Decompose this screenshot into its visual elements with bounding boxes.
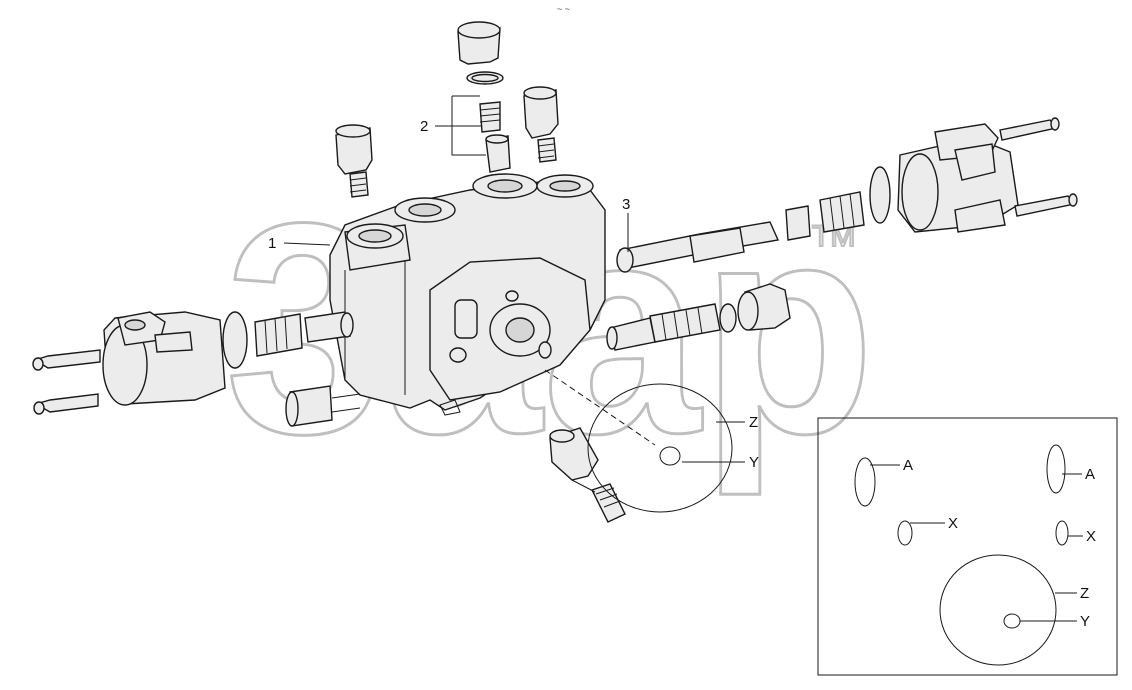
inset-label-y: Y (1080, 613, 1090, 630)
main-gasket (544, 369, 733, 513)
left-end-cap (32, 311, 361, 427)
hole-y-inset (1003, 613, 1021, 629)
inset-label-a-right: A (1085, 466, 1095, 483)
inset-label-x-left: X (948, 515, 958, 532)
valve-body (329, 173, 606, 416)
top-left-relief-valve (335, 124, 373, 198)
callout-z: Z (749, 414, 758, 431)
top-center-plug (457, 21, 511, 173)
inset-frame (817, 417, 1118, 676)
right-end-cap (785, 117, 1078, 241)
callout-3: 3 (622, 196, 630, 213)
bottom-fitting (549, 427, 626, 523)
gasket-z-inset (939, 554, 1057, 666)
top-mark: ~ ~ (557, 4, 570, 14)
inset-label-x-right: X (1086, 528, 1096, 545)
inset-box: A A X X Z Y (817, 417, 1118, 676)
seal-a-right (1046, 444, 1066, 494)
callout-2: 2 (420, 118, 428, 135)
gasket-z-main (587, 383, 733, 513)
callouts: 1 2 3 Z Y (268, 95, 759, 471)
top-right-relief-valve (523, 86, 559, 163)
hole-y-main (659, 446, 681, 466)
inset-label-a-left: A (903, 457, 913, 474)
callout-1: 1 (268, 235, 276, 252)
callout-y: Y (749, 454, 759, 471)
spool-item-3 (606, 221, 791, 351)
seal-x-left (897, 520, 913, 546)
inset-label-z: Z (1080, 585, 1089, 602)
seal-x-right (1055, 520, 1069, 546)
seal-a-left (854, 457, 876, 507)
